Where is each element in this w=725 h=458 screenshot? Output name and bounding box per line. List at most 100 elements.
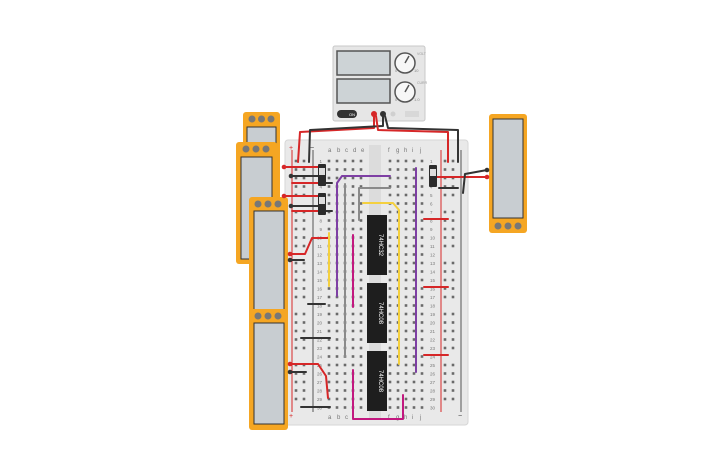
- breadboard-hole[interactable]: [359, 219, 363, 222]
- breadboard-hole[interactable]: [412, 244, 416, 248]
- breadboard-hole[interactable]: [420, 406, 424, 409]
- breadboard-hole[interactable]: [388, 159, 392, 163]
- output-module[interactable]: [489, 114, 527, 233]
- rail-hole[interactable]: [294, 329, 298, 333]
- breadboard-hole[interactable]: [420, 312, 424, 316]
- chip-2[interactable]: 74HC08: [367, 283, 387, 343]
- breadboard-hole[interactable]: [404, 338, 408, 341]
- breadboard-hole[interactable]: [404, 372, 408, 375]
- breadboard-hole[interactable]: [388, 338, 392, 341]
- breadboard-hole[interactable]: [351, 168, 355, 171]
- breadboard-hole[interactable]: [412, 363, 416, 367]
- breadboard-hole[interactable]: [351, 312, 355, 316]
- breadboard-hole[interactable]: [388, 380, 392, 384]
- breadboard-hole[interactable]: [420, 346, 424, 350]
- breadboard-hole[interactable]: [327, 346, 331, 350]
- breadboard-hole[interactable]: [351, 338, 355, 341]
- breadboard-hole[interactable]: [396, 406, 400, 409]
- breadboard-hole[interactable]: [388, 406, 392, 409]
- breadboard-hole[interactable]: [388, 168, 392, 171]
- breadboard-hole[interactable]: [396, 372, 400, 375]
- rail-hole[interactable]: [302, 261, 306, 265]
- breadboard-hole[interactable]: [412, 159, 416, 163]
- breadboard-hole[interactable]: [420, 372, 424, 375]
- breadboard-hole[interactable]: [359, 210, 363, 214]
- rail-hole[interactable]: [294, 176, 298, 180]
- breadboard-hole[interactable]: [359, 363, 363, 367]
- breadboard-hole[interactable]: [359, 185, 363, 188]
- breadboard-hole[interactable]: [359, 168, 363, 171]
- breadboard-hole[interactable]: [420, 304, 424, 307]
- rail-hole[interactable]: [443, 287, 447, 290]
- breadboard-hole[interactable]: [412, 236, 416, 239]
- breadboard-hole[interactable]: [420, 219, 424, 222]
- breadboard-hole[interactable]: [359, 270, 363, 273]
- breadboard-hole[interactable]: [396, 168, 400, 171]
- rail-hole[interactable]: [451, 185, 455, 188]
- chip-3[interactable]: 74HC08: [367, 351, 387, 411]
- breadboard-hole[interactable]: [327, 176, 331, 180]
- breadboard-hole[interactable]: [404, 202, 408, 205]
- breadboard-hole[interactable]: [359, 253, 363, 256]
- breadboard-hole[interactable]: [420, 176, 424, 180]
- rail-hole[interactable]: [294, 346, 298, 350]
- breadboard-hole[interactable]: [359, 159, 363, 163]
- breadboard-hole[interactable]: [351, 219, 355, 222]
- breadboard-hole[interactable]: [359, 227, 363, 231]
- rail-hole[interactable]: [294, 287, 298, 290]
- breadboard-hole[interactable]: [351, 202, 355, 205]
- breadboard-hole[interactable]: [404, 389, 408, 392]
- input-module-d[interactable]: [249, 309, 288, 430]
- breadboard-hole[interactable]: [327, 202, 331, 205]
- breadboard-hole[interactable]: [404, 261, 408, 265]
- rail-hole[interactable]: [302, 227, 306, 231]
- rail-hole[interactable]: [294, 321, 298, 324]
- rail-hole[interactable]: [294, 236, 298, 239]
- breadboard-hole[interactable]: [412, 312, 416, 316]
- breadboard-hole[interactable]: [412, 346, 416, 350]
- breadboard-hole[interactable]: [388, 355, 392, 358]
- rail-hole[interactable]: [302, 380, 306, 384]
- breadboard-hole[interactable]: [343, 397, 347, 401]
- breadboard-hole[interactable]: [412, 355, 416, 358]
- rail-hole[interactable]: [294, 397, 298, 401]
- breadboard-hole[interactable]: [335, 346, 339, 350]
- breadboard-hole[interactable]: [404, 219, 408, 222]
- breadboard-hole[interactable]: [412, 278, 416, 282]
- breadboard-hole[interactable]: [359, 176, 363, 180]
- breadboard-hole[interactable]: [359, 372, 363, 375]
- breadboard-hole[interactable]: [327, 389, 331, 392]
- breadboard-hole[interactable]: [351, 346, 355, 350]
- rail-hole[interactable]: [443, 159, 447, 163]
- breadboard-hole[interactable]: [404, 363, 408, 367]
- breadboard-hole[interactable]: [404, 346, 408, 350]
- breadboard-hole[interactable]: [412, 227, 416, 231]
- breadboard-hole[interactable]: [412, 397, 416, 401]
- breadboard-hole[interactable]: [335, 321, 339, 324]
- breadboard-hole[interactable]: [420, 287, 424, 290]
- breadboard-hole[interactable]: [327, 329, 331, 333]
- breadboard-hole[interactable]: [404, 355, 408, 358]
- breadboard-hole[interactable]: [420, 321, 424, 324]
- breadboard-hole[interactable]: [420, 210, 424, 214]
- breadboard-hole[interactable]: [327, 355, 331, 358]
- rail-hole[interactable]: [294, 159, 298, 163]
- chip-1[interactable]: 74HC32: [367, 215, 387, 275]
- breadboard-hole[interactable]: [343, 168, 347, 171]
- breadboard-hole[interactable]: [351, 185, 355, 188]
- breadboard-hole[interactable]: [359, 380, 363, 384]
- breadboard-hole[interactable]: [335, 363, 339, 367]
- rail-hole[interactable]: [443, 321, 447, 324]
- rail-hole[interactable]: [443, 193, 447, 197]
- rail-hole[interactable]: [451, 193, 455, 197]
- rail-hole[interactable]: [294, 270, 298, 273]
- breadboard-hole[interactable]: [351, 227, 355, 231]
- rail-hole[interactable]: [451, 338, 455, 341]
- breadboard-hole[interactable]: [359, 287, 363, 290]
- breadboard-hole[interactable]: [388, 176, 392, 180]
- rail-hole[interactable]: [451, 278, 455, 282]
- rail-hole[interactable]: [451, 321, 455, 324]
- breadboard-hole[interactable]: [412, 321, 416, 324]
- breadboard-hole[interactable]: [327, 295, 331, 299]
